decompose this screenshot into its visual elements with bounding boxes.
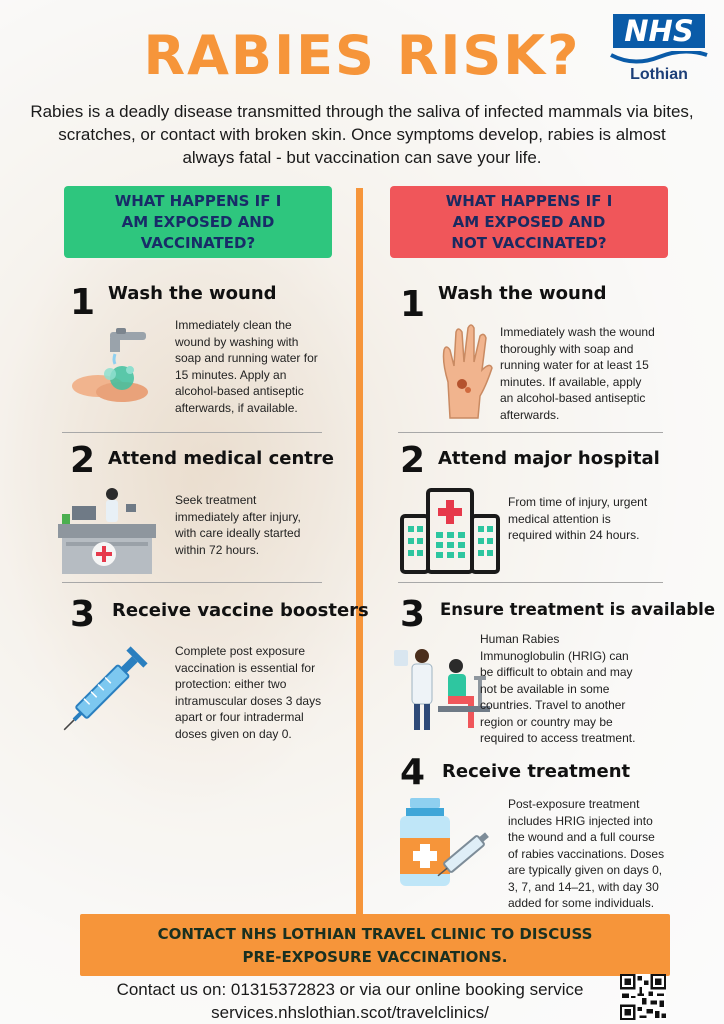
text-line: 3, 7, and 14–21, with day 30	[508, 879, 659, 894]
text-line: afterwards.	[500, 407, 560, 422]
text-line: be difficult to obtain and may	[480, 665, 633, 679]
step-title: Ensure treatment is available	[440, 600, 716, 619]
step-number: 1	[70, 282, 96, 323]
contact-phone-line: Contact us on: 01315372823 or via our on…	[116, 980, 584, 999]
section-divider	[62, 582, 322, 583]
text-line: thoroughly with soap and	[500, 341, 634, 356]
text-line: apart or four intradermal	[175, 710, 304, 724]
step-title: Attend medical centre	[108, 448, 334, 469]
nhs-lothian-logo: NHS Lothian	[606, 14, 712, 84]
text-line: Immediately wash the wound	[500, 325, 655, 339]
vaccinated-header: WHAT HAPPENS IF I AM EXPOSED AND VACCINA…	[64, 186, 332, 258]
banner-line: CONTACT NHS LOTHIAN TRAVEL CLINIC TO DIS…	[157, 925, 593, 943]
text-line: afterwards, if available.	[175, 400, 298, 415]
step-title: Attend major hospital	[438, 448, 660, 469]
text-line: doses given on day 0.	[175, 726, 292, 741]
handwashing-icon	[72, 328, 148, 402]
step-description: Immediately clean the wound by washing w…	[175, 317, 345, 416]
section-divider	[62, 432, 322, 433]
text-line: includes HRIG injected into	[508, 813, 653, 828]
booking-link[interactable]: services.nhslothian.scot/travelclinics/	[211, 1003, 489, 1022]
doctor-patient-icon	[394, 649, 490, 730]
step-number: 1	[400, 284, 426, 325]
nhs-logo-text: NHS	[613, 14, 705, 48]
text-line: countries. Travel to another	[480, 698, 626, 712]
text-line: From time of injury, urgent	[508, 495, 648, 509]
step-description: From time of injury, urgent medical atte…	[508, 494, 688, 544]
text-line: Post-exposure treatment	[508, 797, 640, 811]
step-title: Wash the wound	[438, 283, 607, 304]
text-line: of rabies vaccinations. Doses	[508, 846, 665, 861]
text-line: an alcohol-based antiseptic	[500, 391, 646, 405]
text-line: added for some individuals.	[508, 896, 655, 910]
text-line: wound by washing with	[175, 334, 299, 349]
step-description: Seek treatment immediately after injury,…	[175, 492, 345, 558]
contact-banner: CONTACT NHS LOTHIAN TRAVEL CLINIC TO DIS…	[80, 914, 670, 976]
text-line: are typically given on days 0,	[508, 863, 663, 877]
header-line: VACCINATED?	[140, 233, 256, 252]
text-line: required to access treatment.	[480, 731, 636, 745]
step-title: Receive vaccine boosters	[112, 600, 369, 621]
section-divider	[398, 432, 663, 433]
step-number: 3	[70, 594, 96, 635]
text-line: running water for at least 15	[500, 358, 649, 372]
text-line: the wound and a full course	[508, 830, 655, 844]
header-line: AM EXPOSED AND	[121, 212, 275, 231]
page-title: RABIES RISK?	[143, 24, 581, 87]
text-line: minutes. If available, apply	[500, 374, 642, 389]
text-line: within 72 hours.	[175, 542, 260, 557]
not-vaccinated-header: WHAT HAPPENS IF I AM EXPOSED AND NOT VAC…	[390, 186, 668, 258]
wounded-hand-icon	[442, 324, 493, 419]
logo-region: Lothian	[630, 66, 688, 83]
text-line: with care ideally started	[175, 526, 301, 540]
step-description: Human Rabies Immunoglobulin (HRIG) can b…	[480, 631, 686, 747]
text-line: 15 minutes. Apply an	[175, 367, 287, 382]
syringe-icon	[63, 646, 148, 731]
text-line: Seek treatment	[175, 493, 257, 507]
text-line: Human Rabies	[480, 632, 560, 646]
text-line: alcohol-based antiseptic	[175, 384, 304, 398]
step-title: Wash the wound	[108, 283, 277, 304]
text-line: required within 24 hours.	[508, 528, 640, 542]
banner-line: PRE-EXPOSURE VACCINATIONS.	[242, 948, 508, 966]
header-line: AM EXPOSED AND	[452, 212, 606, 231]
step-description: Post-exposure treatment includes HRIG in…	[508, 796, 694, 912]
column-divider	[356, 188, 363, 920]
intro-text: Rabies is a deadly disease transmitted t…	[30, 102, 694, 167]
hospital-icon	[400, 488, 500, 574]
step-number: 2	[400, 440, 426, 481]
text-line: Immunoglobulin (HRIG) can	[480, 648, 629, 663]
step-description: Complete post exposure vaccination is es…	[175, 643, 351, 742]
text-line: soap and running water for	[175, 351, 318, 365]
text-line: intramuscular doses 3 days	[175, 693, 322, 708]
section-divider	[398, 582, 663, 583]
header-line: NOT VACCINATED?	[451, 233, 607, 252]
vial-syringe-icon	[400, 798, 489, 886]
qr-code-icon[interactable]	[620, 974, 666, 1020]
medical-reception-icon	[58, 488, 156, 574]
header-line: WHAT HAPPENS IF I	[114, 191, 282, 210]
wave-icon	[610, 51, 708, 64]
text-line: not be available in some	[480, 681, 610, 696]
text-line: Complete post exposure	[175, 644, 306, 658]
text-line: medical attention is	[508, 511, 611, 526]
step-number: 2	[70, 440, 96, 481]
text-line: immediately after injury,	[175, 509, 301, 524]
text-line: vaccination is essential for	[175, 660, 316, 675]
step-title: Receive treatment	[442, 761, 631, 782]
step-description: Immediately wash the wound thoroughly wi…	[500, 324, 690, 423]
text-line: region or country may be	[480, 714, 613, 729]
step-number: 3	[400, 594, 426, 635]
text-line: Immediately clean the	[175, 318, 292, 332]
step-number: 4	[400, 752, 426, 793]
header-line: WHAT HAPPENS IF I	[445, 191, 613, 210]
contact-info: Contact us on: 01315372823 or via our on…	[60, 978, 640, 1024]
text-line: protection: either two	[175, 677, 287, 691]
